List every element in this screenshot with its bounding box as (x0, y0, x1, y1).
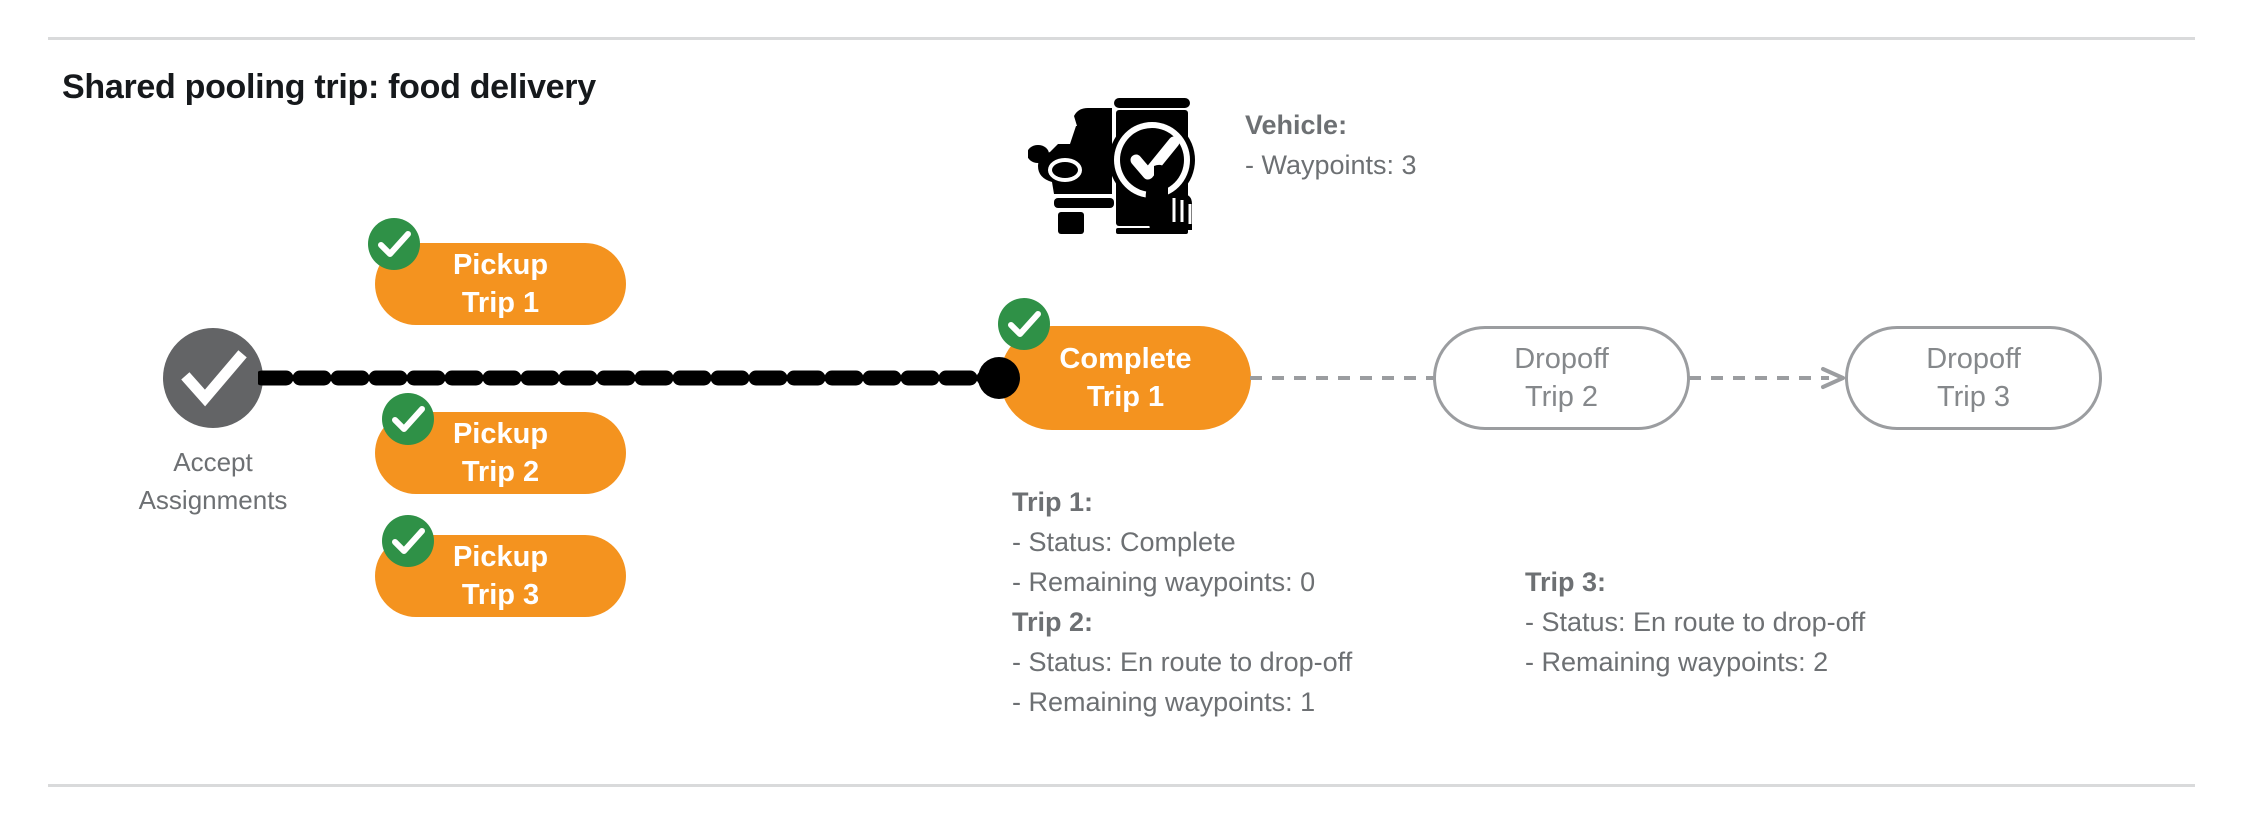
check-badge-icon (368, 218, 420, 270)
node-line2: Trip 3 (1936, 381, 2011, 413)
node-line2: Trip 2 (461, 456, 540, 488)
node-line2: Trip 2 (1524, 381, 1599, 413)
node-pickup-trip-1[interactable]: Pickup Trip 1 (375, 243, 626, 325)
node-line1: Pickup (452, 418, 549, 450)
accept-assignments-label: Accept Assignments (63, 443, 363, 519)
node-complete-trip-1[interactable]: Complete Trip 1 (1000, 326, 1251, 430)
node-line1: Complete (1059, 343, 1192, 375)
top-divider (48, 37, 2195, 40)
vehicle-legend-label: Vehicle: (1245, 110, 1348, 140)
car-phone-check-icon (1027, 82, 1214, 234)
node-line1: Pickup (452, 541, 549, 573)
trip-2-heading: Trip 2: (1012, 607, 1094, 637)
node-line1: Pickup (452, 249, 549, 281)
trip-1-remaining: - Remaining waypoints: 0 (1012, 567, 1316, 597)
trip-3-status: - Status: En route to drop-off (1525, 607, 1866, 637)
node-line1: Dropoff (1514, 343, 1609, 375)
check-circle-icon (163, 328, 263, 428)
node-dropoff-trip-3[interactable]: Dropoff Trip 3 (1845, 326, 2102, 430)
trip-3-remaining: - Remaining waypoints: 2 (1525, 647, 1829, 677)
check-badge-icon (998, 298, 1050, 350)
node-line2: Trip 1 (1086, 381, 1165, 413)
node-line2: Trip 3 (461, 579, 540, 611)
trip-1-heading: Trip 1: (1012, 487, 1094, 517)
trip-details-right: Trip 3: - Status: En route to drop-off -… (1525, 562, 1865, 682)
node-dropoff-trip-2[interactable]: Dropoff Trip 2 (1433, 326, 1690, 430)
connector-dropoff-2-to-dropoff-3 (1689, 362, 1849, 394)
connector-accept-to-complete (254, 358, 1010, 398)
bottom-divider (48, 784, 2195, 787)
check-badge-icon (382, 393, 434, 445)
trip-1-status: - Status: Complete (1012, 527, 1236, 557)
check-badge-icon (382, 515, 434, 567)
trip-2-remaining: - Remaining waypoints: 1 (1012, 687, 1316, 717)
accept-assignments-node[interactable] (163, 328, 263, 428)
accept-label-line2: Assignments (138, 485, 288, 515)
node-line1: Dropoff (1926, 343, 2021, 375)
trip-3-heading: Trip 3: (1525, 567, 1607, 597)
node-line2: Trip 1 (461, 287, 540, 319)
trip-details-left: Trip 1: - Status: Complete - Remaining w… (1012, 482, 1352, 722)
accept-label-line1: Accept (173, 447, 253, 477)
vehicle-legend: Vehicle: - Waypoints: 3 (1245, 105, 1665, 185)
connector-complete-to-dropoff-2 (1250, 362, 1436, 394)
trip-2-status: - Status: En route to drop-off (1012, 647, 1353, 677)
page-title: Shared pooling trip: food delivery (62, 68, 596, 106)
vehicle-waypoints: - Waypoints: 3 (1245, 150, 1417, 180)
route-endpoint-dot (978, 357, 1020, 399)
